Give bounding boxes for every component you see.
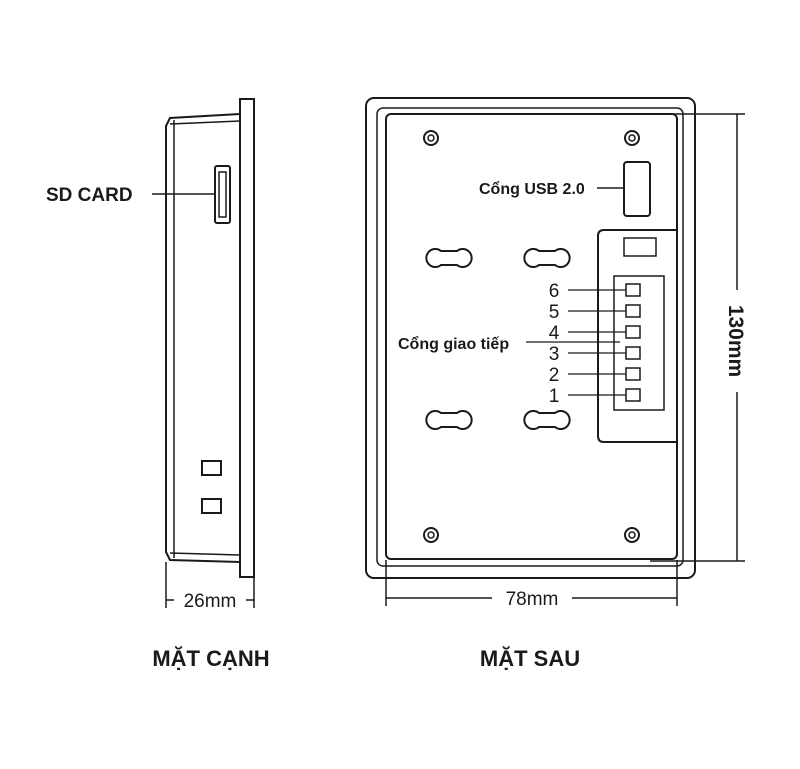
pin-number: 3 [549,344,560,365]
height-dimension-lines [650,113,745,562]
screw-bottom-right [624,527,640,543]
back-view [365,97,745,606]
screw-bottom-left [423,527,439,543]
sd-card-label: SD CARD [46,185,133,206]
width-dimension-label: 78mm [506,589,559,610]
side-view [152,98,255,608]
side-bezel [239,98,255,578]
keyhole-mount-top-right [523,248,571,268]
side-view-caption: MẶT CẠNH [152,646,269,671]
screw-top-right [624,130,640,146]
pin-number: 5 [549,302,560,323]
side-opening-bottom [201,498,222,514]
width-dimension-lines [385,560,678,606]
back-outer-frame [365,97,696,579]
keyhole-mount-bottom-left [425,410,473,430]
pin-number: 4 [549,323,560,344]
usb-port-label: Cổng USB 2.0 [479,180,585,198]
interface-port-label: Cổng giao tiếp [398,335,509,353]
screw-top-left [423,130,439,146]
terminal-pins [625,283,641,402]
interface-latch [623,237,657,257]
pin-number: 1 [549,386,560,407]
pin-leaders [526,289,626,396]
interface-housing [597,229,677,443]
pin-number: 6 [549,281,560,302]
side-body [165,112,241,564]
pin-number: 2 [549,365,560,386]
side-opening-top [201,460,222,476]
terminal-block [613,275,665,411]
keyhole-mount-bottom-right [523,410,571,430]
back-panel [385,113,678,560]
side-width-dimension: 26mm [184,591,237,612]
usb-port [623,161,651,217]
pin-numbers: 6 5 4 3 2 1 [549,281,560,407]
back-view-caption: MẶT SAU [480,646,580,671]
height-dimension-label: 130mm [724,305,747,377]
keyhole-mount-top-left [425,248,473,268]
